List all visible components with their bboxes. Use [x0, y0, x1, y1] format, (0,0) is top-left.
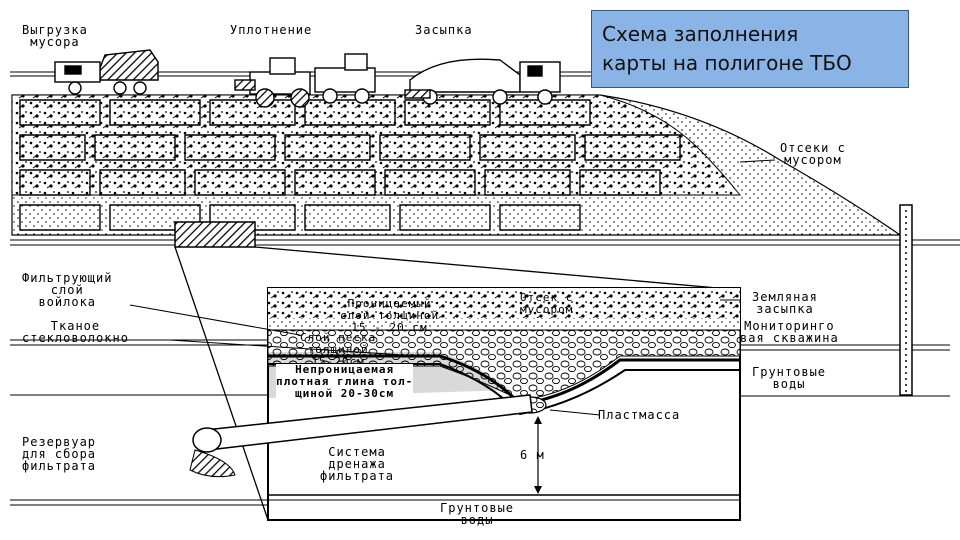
sample-box	[174, 221, 256, 248]
title-line-1: Схема заполнения	[602, 22, 799, 46]
title-box: Схема заполнения карты на полигоне ТБО	[591, 10, 909, 88]
label-monitoring-well: Мониторинго вая скважина	[740, 319, 839, 345]
label-cells: Отсеки с мусором	[780, 141, 846, 167]
compactor	[234, 53, 376, 108]
label-groundwater-bottom: Грунтовые воды	[440, 501, 515, 527]
label-earth-fill: Земляная засыпка	[752, 290, 818, 316]
label-impermeable-clay: Непроницаемая плотная глина тол- щиной 2…	[276, 363, 414, 400]
dump-truck	[54, 49, 159, 95]
label-inset-cells: Отсек с мусором	[520, 291, 574, 316]
label-filter-felt: Фильтрующий слой войлока	[22, 271, 113, 309]
label-permeable-layer: Проницаемый слой толщиной 15 - 20 см	[340, 297, 440, 334]
zoom-lines	[174, 246, 741, 521]
label-compaction: Уплотнение	[230, 23, 313, 37]
landfill-mound	[11, 94, 902, 236]
label-plastic: Пластмасса	[598, 408, 681, 422]
label-fiberglass: Тканое стекловолокно	[22, 319, 129, 345]
scraper-truck	[404, 58, 561, 105]
label-unloading: Выгрузка мусора	[22, 23, 88, 49]
label-depth: 6 м	[520, 448, 545, 462]
label-backfill: Засыпка	[415, 23, 473, 37]
label-groundwater-right: Грунтовые воды	[752, 365, 827, 391]
drainage-pipe	[189, 394, 533, 478]
title-line-2: карты на полигоне ТБО	[602, 51, 852, 75]
leader-lines	[129, 159, 776, 416]
label-drainage: Система дренажа фильтрата	[320, 445, 395, 483]
label-reservoir: Резервуар для сбора фильтрата	[22, 435, 97, 473]
monitoring-well	[899, 204, 913, 396]
